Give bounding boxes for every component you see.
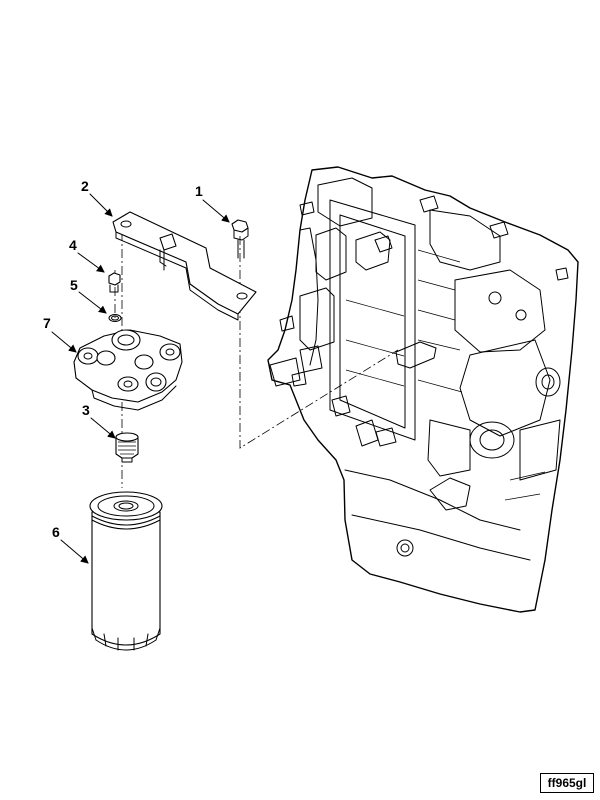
threaded-adapter bbox=[115, 432, 139, 463]
callout-2: 2 bbox=[81, 178, 113, 217]
figure-reference-label: ff965gl bbox=[540, 773, 594, 793]
plug bbox=[108, 272, 121, 293]
o-ring bbox=[108, 314, 122, 322]
callout-label-5: 5 bbox=[70, 277, 78, 293]
callout-label-6: 6 bbox=[52, 524, 60, 540]
callout-label-7: 7 bbox=[43, 315, 51, 331]
bolt bbox=[231, 219, 249, 259]
callout-label-2: 2 bbox=[81, 178, 89, 194]
callout-7: 7 bbox=[43, 315, 77, 353]
callout-1: 1 bbox=[195, 183, 230, 223]
callout-label-4: 4 bbox=[69, 237, 77, 253]
callout-4: 4 bbox=[69, 237, 105, 273]
callout-label-1: 1 bbox=[195, 183, 203, 199]
mounting-bracket bbox=[112, 211, 257, 321]
callout-label-3: 3 bbox=[82, 402, 90, 418]
engine-block bbox=[267, 166, 579, 613]
callout-5: 5 bbox=[70, 277, 107, 314]
filter-head bbox=[73, 329, 183, 411]
callout-3: 3 bbox=[82, 402, 116, 439]
fuel-filter bbox=[89, 491, 163, 651]
callout-6: 6 bbox=[52, 524, 89, 564]
